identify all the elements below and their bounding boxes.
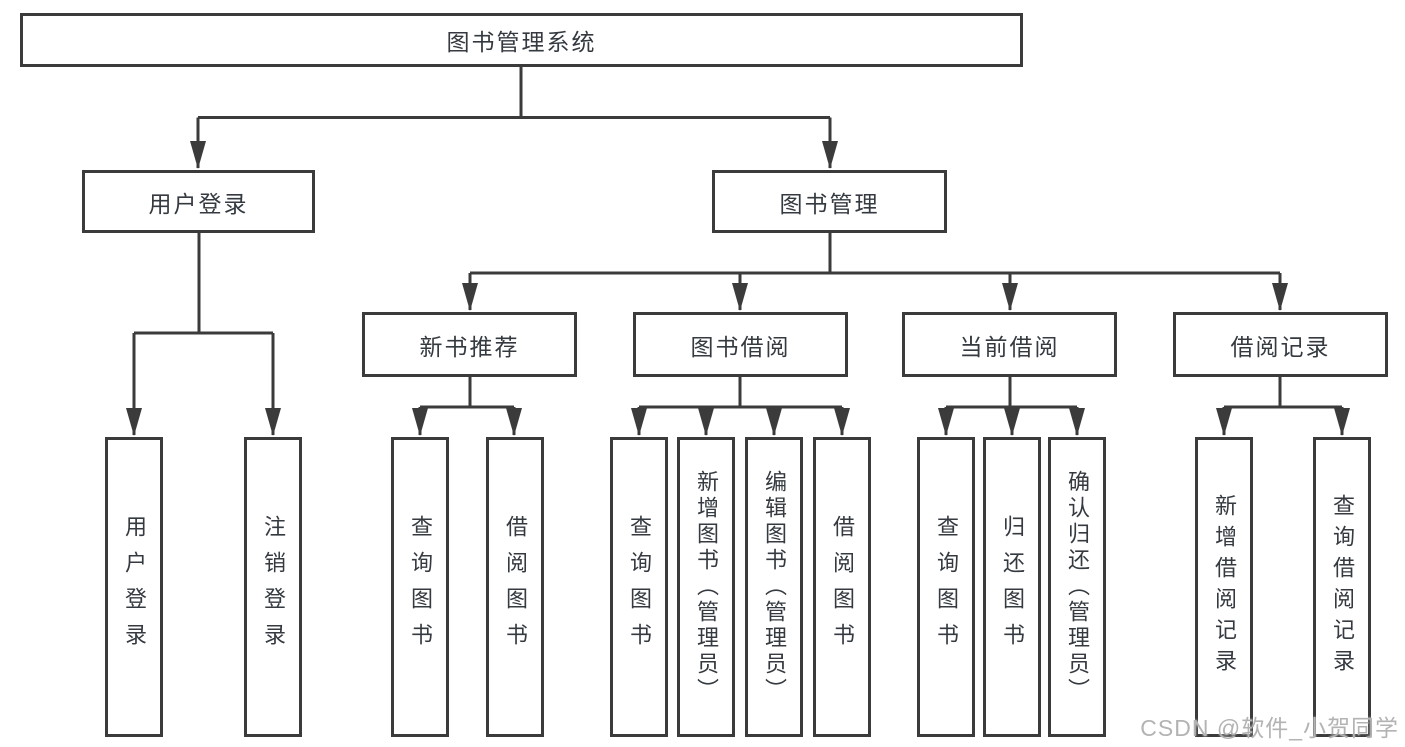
leaf-node-label: 借阅图书 [503, 515, 528, 659]
leaf-node-label: 查询图书 [627, 515, 652, 659]
leaf-node-label: 新增图书（管理员） [694, 470, 719, 704]
leaf-node-label: 用户登录 [122, 515, 147, 659]
group-node-label: 图书借阅 [690, 333, 791, 360]
root-node-label: 图书管理系统 [446, 29, 597, 55]
leaf-node-label: 借阅图书 [830, 515, 855, 659]
root-node-library-system: 图书管理系统 [20, 13, 1023, 67]
leaf-node-user-login: 用户登录 [105, 437, 163, 737]
leaf-node-query-books: 查询图书 [917, 437, 975, 737]
leaf-node-query-books: 查询图书 [610, 437, 668, 737]
group-node-borrow-records: 借阅记录 [1173, 312, 1388, 377]
branch-node-book-management: 图书管理 [712, 170, 947, 233]
leaf-node-label: 查询借阅记录 [1330, 494, 1355, 680]
leaf-node-label: 查询图书 [408, 515, 433, 659]
leaf-node-return-books: 归还图书 [983, 437, 1041, 737]
leaf-node-query-borrow-record: 查询借阅记录 [1313, 437, 1371, 737]
leaf-node-label: 归还图书 [1000, 515, 1025, 659]
leaf-node-label: 新增借阅记录 [1212, 494, 1237, 680]
leaf-node-label: 查询图书 [934, 515, 959, 659]
leaf-node-edit-books-admin: 编辑图书（管理员） [745, 437, 803, 737]
leaf-node-confirm-return-admin: 确认归还（管理员） [1048, 437, 1106, 737]
group-node-label: 新书推荐 [419, 333, 520, 360]
leaf-node-add-books-admin: 新增图书（管理员） [677, 437, 735, 737]
leaf-node-query-books: 查询图书 [391, 437, 449, 737]
group-node-book-borrow: 图书借阅 [633, 312, 848, 377]
leaf-node-borrow-books: 借阅图书 [813, 437, 871, 737]
group-node-new-book-recommend: 新书推荐 [362, 312, 577, 377]
branch-node-label: 图书管理 [779, 190, 880, 217]
leaf-node-add-borrow-record: 新增借阅记录 [1195, 437, 1253, 737]
leaf-node-label: 确认归还（管理员） [1065, 470, 1090, 704]
leaf-node-label: 注销登录 [261, 515, 286, 659]
leaf-node-label: 编辑图书（管理员） [762, 470, 787, 704]
leaf-node-borrow-books: 借阅图书 [486, 437, 544, 737]
group-node-label: 当前借阅 [959, 333, 1060, 360]
branch-node-label: 用户登录 [148, 190, 249, 217]
group-node-label: 借阅记录 [1230, 333, 1331, 360]
csdn-watermark: CSDN @软件_小贺同学 [1140, 715, 1399, 741]
leaf-node-logout: 注销登录 [244, 437, 302, 737]
group-node-current-borrow: 当前借阅 [902, 312, 1117, 377]
branch-node-user-login: 用户登录 [82, 170, 315, 233]
